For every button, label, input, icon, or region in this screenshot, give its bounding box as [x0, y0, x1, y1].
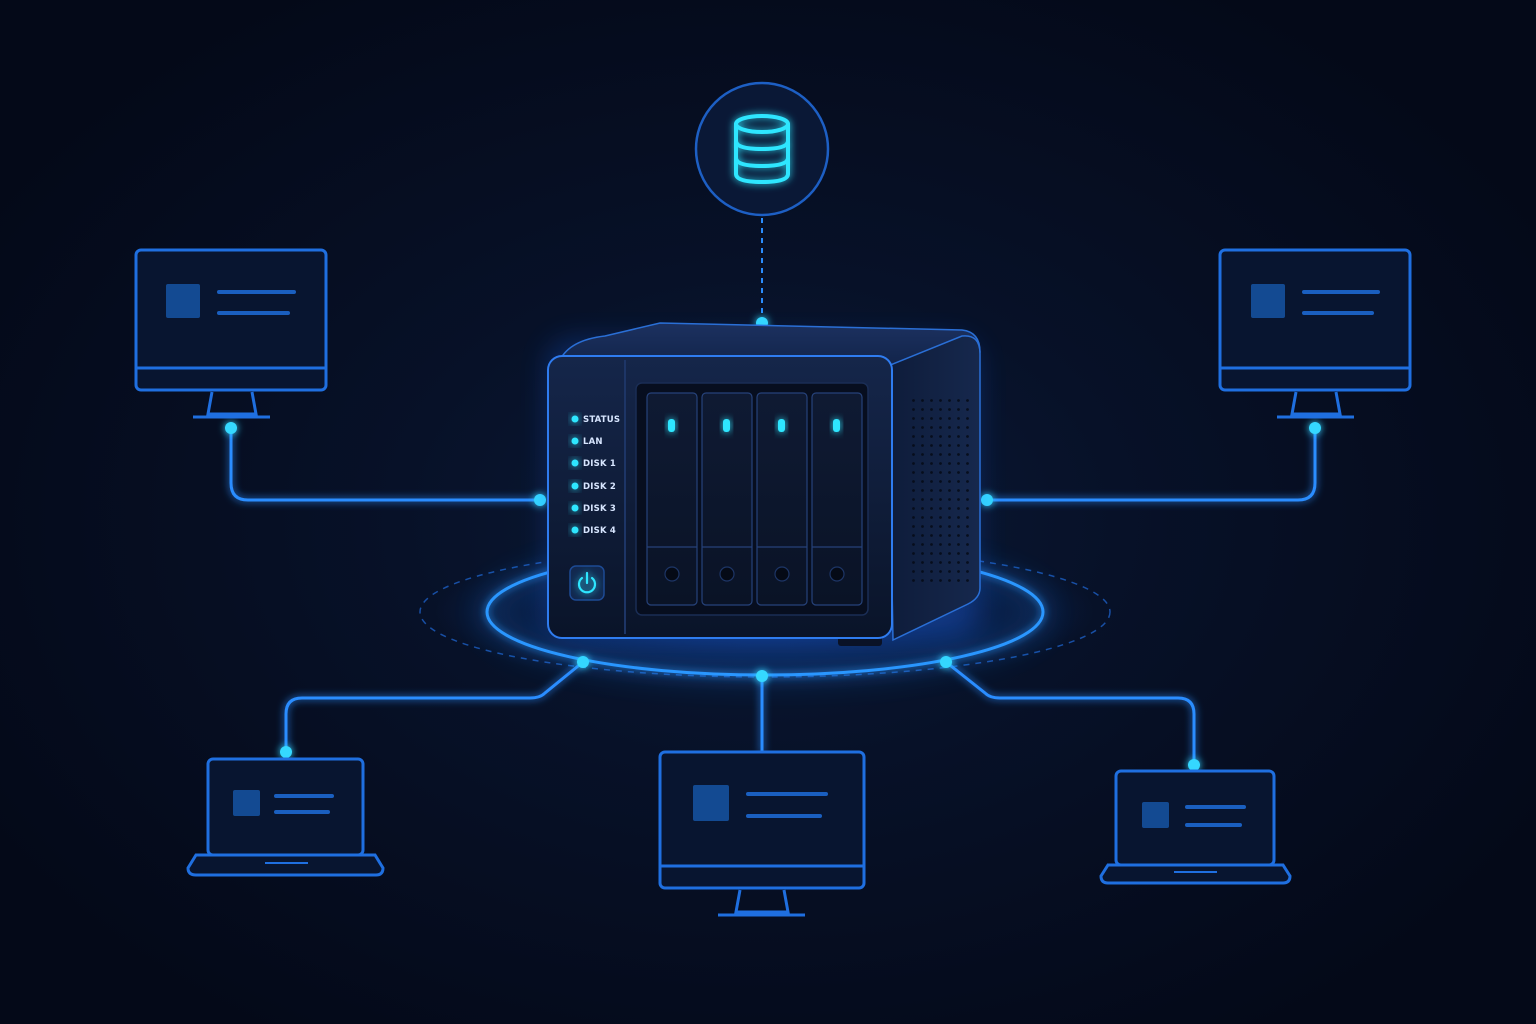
link-top-left-monitor — [229, 426, 542, 502]
led-status: STATUS — [571, 415, 620, 425]
led-disk-1: DISK 1 — [571, 459, 616, 469]
node-nas-left — [534, 494, 546, 506]
nas-device[interactable]: STATUS LAN DISK 1 DISK 2 DISK 3 DISK 4 — [547, 322, 981, 646]
link-bottom-right-laptop — [944, 660, 1196, 767]
drive-bay-3[interactable] — [756, 392, 808, 606]
led-label-disk-2: DISK 2 — [583, 482, 616, 492]
power-icon — [577, 571, 597, 594]
drive-bay-2[interactable] — [701, 392, 753, 606]
node-monitor-tl — [225, 422, 237, 434]
database-icon — [734, 114, 790, 185]
nas-vent — [908, 395, 970, 585]
database-node[interactable] — [694, 81, 830, 217]
node-laptop-bl — [280, 746, 292, 758]
node-ring-center — [756, 670, 768, 682]
led-lan: LAN — [571, 437, 603, 447]
led-disk-3: DISK 3 — [571, 504, 616, 514]
drive-bay-1[interactable] — [646, 392, 698, 606]
connection-lines — [229, 426, 1317, 767]
client-laptop-bottom-left[interactable] — [186, 757, 385, 877]
node-laptop-br — [1188, 759, 1200, 771]
led-label-disk-4: DISK 4 — [583, 526, 616, 536]
client-laptop-bottom-right[interactable] — [1099, 769, 1292, 885]
led-label-status: STATUS — [583, 415, 620, 425]
led-label-lan: LAN — [583, 437, 603, 447]
client-monitor-top-left[interactable] — [134, 248, 328, 419]
node-ring-left — [577, 656, 589, 668]
led-label-disk-1: DISK 1 — [583, 459, 616, 469]
client-monitor-top-right[interactable] — [1218, 248, 1412, 419]
led-label-disk-3: DISK 3 — [583, 504, 616, 514]
drive-bay-4[interactable] — [811, 392, 863, 606]
link-top-right-monitor — [985, 426, 1317, 502]
led-disk-4: DISK 4 — [571, 526, 616, 536]
client-monitor-bottom-center[interactable] — [658, 750, 866, 917]
link-bottom-left-laptop — [284, 660, 585, 754]
led-panel: STATUS LAN DISK 1 DISK 2 DISK 3 DISK 4 — [571, 415, 620, 536]
node-ring-right — [940, 656, 952, 668]
node-monitor-tr — [1309, 422, 1321, 434]
led-disk-2: DISK 2 — [571, 482, 616, 492]
node-nas-right — [981, 494, 993, 506]
power-button[interactable] — [569, 565, 605, 601]
